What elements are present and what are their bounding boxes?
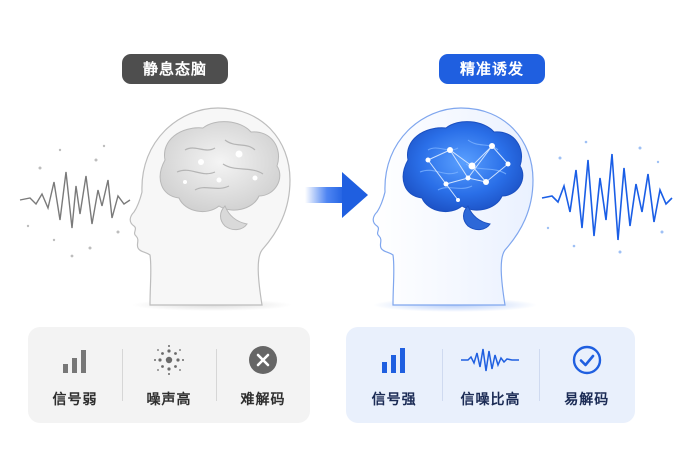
left-title-badge: 静息态脑电	[122, 54, 228, 108]
left-noisy-waveform	[19, 171, 131, 229]
left-brain	[159, 121, 281, 231]
feature-label: 信噪比高	[460, 392, 521, 408]
feature-hard-decode: 难解码	[216, 327, 310, 423]
right-signal-dots	[546, 140, 664, 254]
right-brain	[402, 121, 524, 231]
right-clean-waveform	[541, 153, 673, 241]
noise-burst-icon	[153, 345, 185, 375]
feature-strong-signal: 信号强	[346, 327, 442, 423]
feature-label: 信号弱	[52, 392, 98, 408]
left-feature-panel: 信号弱 噪声高 难解码	[28, 327, 310, 423]
right-feature-panel: 信号强 信噪比高 易解码	[346, 327, 635, 423]
feature-label: 易解码	[564, 392, 610, 408]
transition-arrow	[305, 172, 368, 218]
signal-bars-weak-icon	[60, 345, 90, 375]
feature-easy-decode: 易解码	[538, 327, 635, 423]
feature-label: 信号强	[371, 392, 417, 408]
check-circle-icon	[572, 345, 602, 375]
close-circle-icon	[248, 345, 278, 375]
waveform-icon	[460, 345, 520, 375]
feature-weak-signal: 信号弱	[28, 327, 122, 423]
feature-label: 难解码	[240, 392, 286, 408]
right-title-badge: 精准诱发	[439, 54, 545, 84]
feature-label: 噪声高	[146, 392, 192, 408]
feature-high-snr: 信噪比高	[442, 327, 538, 423]
feature-high-noise: 噪声高	[122, 327, 216, 423]
signal-bars-strong-icon	[379, 345, 409, 375]
left-noise-dots	[26, 144, 120, 258]
neural-network-nodes	[425, 143, 511, 202]
